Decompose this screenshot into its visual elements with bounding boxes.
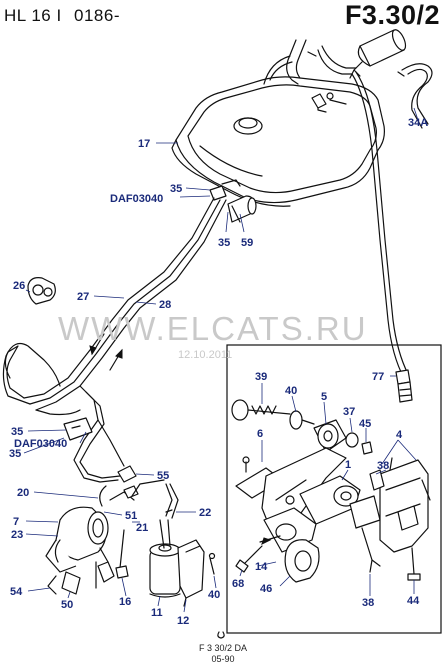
callout-39: 39 [255,371,267,383]
callout-55: 55 [157,470,169,482]
footer-date: 05-90 [211,654,235,664]
callout-35: 35 [11,426,23,438]
callout-35: 35 [9,448,21,460]
callout-77: 77 [372,371,384,383]
inset-frame [226,344,442,634]
filler-hoses [263,39,357,85]
fuel-clamp-59 [227,195,257,223]
callout-35: 35 [218,237,230,249]
callout-68: 68 [232,578,244,590]
callout-35: 35 [170,183,182,195]
model-label: HL 16 I [4,6,62,25]
callout-22: 22 [199,507,211,519]
footer-code: F 3 30/2 DA [198,643,248,653]
callout-5: 5 [321,391,327,403]
line-clip-26 [27,277,56,305]
callout-38: 38 [362,597,374,609]
connector-lower [63,417,93,441]
callout-40: 40 [208,589,220,601]
callout-4: 4 [396,429,403,441]
fuel-pump-assembly [45,485,135,595]
callout-1: 1 [345,459,351,471]
callout-23: 23 [11,529,23,541]
callout-27: 27 [77,291,89,303]
callout-daf03040: DAF03040 [14,438,67,450]
small-fittings [95,465,216,589]
fuel-tank [171,76,385,207]
leader-lines [23,107,419,613]
vent-line [351,73,405,379]
callout-51: 51 [125,510,137,522]
connector-upper [209,179,241,201]
callout-14: 14 [255,561,268,573]
callout-20: 20 [17,487,29,499]
fuel-lines [2,197,227,483]
filter-bracket-12 [177,539,205,607]
callout-21: 21 [136,522,148,534]
fuel-filter-11 [149,519,181,598]
callout-7: 7 [13,516,19,528]
watermark-date: 12.10.2011 [178,349,233,361]
callout-38: 38 [377,460,389,472]
footer-symbol [217,631,225,639]
callout-28: 28 [159,299,171,311]
callout-40: 40 [285,385,297,397]
code-label: 0186- [74,6,120,25]
callout-17: 17 [138,138,150,150]
callout-16: 16 [119,596,131,608]
callout-54: 54 [10,586,23,598]
callout-26: 26 [13,280,25,292]
callout-37: 37 [343,406,355,418]
vent-hose [397,63,433,129]
charcoal-canister [349,29,407,79]
tank-sender [311,92,334,109]
flow-arrows [89,333,123,371]
callout-50: 50 [61,599,73,611]
callout-45: 45 [359,418,371,430]
callout-12: 12 [177,615,189,627]
watermark-site: WWW.ELCATS.RU [58,310,368,347]
inset-parts [231,369,431,583]
callout-daf03040: DAF03040 [110,193,163,205]
callout-6: 6 [257,428,263,440]
callout-44: 44 [407,595,420,607]
callout-11: 11 [151,607,163,619]
figure-reference: F3.30/2 [344,0,440,30]
callout-46: 46 [260,583,272,595]
callout-labels: 17 35 DAF03040 35 59 34A 26 27 28 35 DAF… [9,117,428,627]
callout-59: 59 [241,237,253,249]
callout-34a: 34A [408,117,428,129]
